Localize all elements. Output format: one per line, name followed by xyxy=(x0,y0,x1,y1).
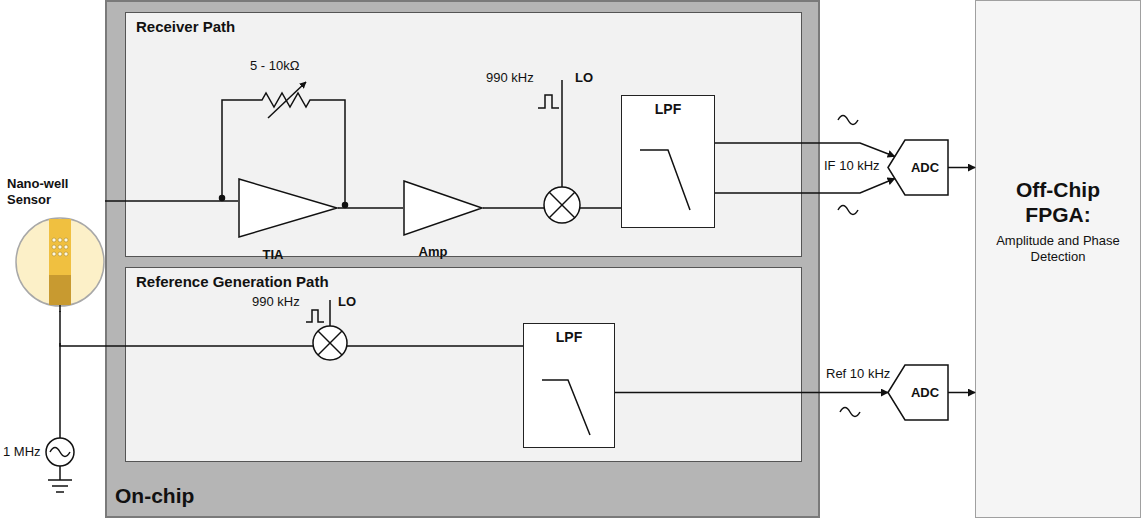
sensor-illustration xyxy=(52,238,68,256)
connector-layer xyxy=(60,143,975,393)
mixer-symbol xyxy=(306,310,324,322)
mixer-symbol xyxy=(313,326,347,360)
adc-outline xyxy=(888,140,948,195)
mixer-symbol xyxy=(538,95,559,108)
node-body: Amplitude and Phase Detection xyxy=(986,233,1130,264)
sine-symbol xyxy=(838,116,858,125)
frequency-label: 990 kHz xyxy=(486,70,534,86)
sensor-illustration xyxy=(49,275,71,305)
sensor-illustration xyxy=(16,218,104,312)
mixer-symbol xyxy=(561,80,563,187)
variable-resistor-symbol xyxy=(268,82,306,118)
mixer-symbol xyxy=(318,331,342,355)
signal-wire xyxy=(483,207,621,209)
chip-region: On-chipReceiver PathTIAAmpLPFReference G… xyxy=(105,0,820,518)
path-panel: Receiver PathTIAAmpLPF xyxy=(125,12,802,257)
signal-wire xyxy=(615,392,888,394)
signal-name: LO xyxy=(338,294,356,310)
sensor-illustration xyxy=(52,238,56,242)
sensor-illustration xyxy=(64,252,68,256)
path-panel: Reference Generation PathLPF xyxy=(125,267,802,462)
ac-source-symbol xyxy=(48,479,72,481)
node-title: ADC xyxy=(911,160,939,176)
amplifier-outline xyxy=(239,179,337,237)
mixer-symbol xyxy=(538,80,580,223)
signal-wire xyxy=(715,143,895,157)
frequency-label: 990 kHz xyxy=(252,294,300,310)
ac-source-symbol xyxy=(56,491,64,493)
signal-wire xyxy=(948,167,975,169)
sine-symbol xyxy=(838,206,858,215)
ac-source-symbol xyxy=(46,343,74,492)
ac-source-symbol xyxy=(50,448,70,457)
mixer-symbol xyxy=(549,192,575,218)
ac-source-symbol xyxy=(52,485,68,487)
adc-outline xyxy=(888,365,948,420)
node-title: TIA xyxy=(263,247,284,263)
sensor-illustration xyxy=(16,218,104,306)
amplifier-symbol xyxy=(403,180,483,236)
filter-box: LPF xyxy=(621,95,715,228)
mixer-symbol xyxy=(318,331,342,355)
frequency-label: 1 MHz xyxy=(3,444,41,460)
mixer-symbol xyxy=(306,300,347,360)
node-title: Off-Chip FPGA: xyxy=(986,177,1130,227)
signal-name: IF 10 kHz xyxy=(824,158,880,174)
filter-box: LPF xyxy=(523,323,615,448)
node-title: Nano-well Sensor xyxy=(7,176,105,207)
ac-source-symbol xyxy=(59,343,61,438)
variable-resistor-symbol xyxy=(343,203,348,208)
signal-wire xyxy=(948,392,975,394)
signal-wire xyxy=(715,179,895,194)
sensor-illustration xyxy=(59,305,61,312)
variable-resistor-symbol xyxy=(220,196,225,201)
lowpass-symbol xyxy=(542,380,590,435)
fpga-block: Off-Chip FPGA: Amplitude and Phase Detect… xyxy=(975,0,1141,518)
mixer-symbol xyxy=(329,300,331,326)
amplifier-triangle: Amp xyxy=(403,180,483,260)
node-title: ADC xyxy=(911,385,939,401)
mixer-symbol xyxy=(544,187,580,223)
sensor-node: Nano-well Sensor xyxy=(5,176,105,311)
component-value: 5 - 10kΩ xyxy=(250,58,299,74)
node-title: On-chip xyxy=(115,483,194,508)
lowpass-symbol xyxy=(640,150,690,210)
node-title: Reference Generation Path xyxy=(136,273,329,291)
adc-block: ADC xyxy=(888,365,948,420)
node-title: Amp xyxy=(419,244,448,260)
variable-resistor-symbol xyxy=(222,93,345,205)
ac-source-symbol xyxy=(46,438,74,466)
node-title: LPF xyxy=(556,329,582,346)
amplifier-symbol xyxy=(238,178,338,238)
node-title: LPF xyxy=(655,101,681,118)
sine-symbol xyxy=(838,116,860,417)
lowpass-symbol xyxy=(542,150,690,435)
amplifier-outline xyxy=(404,181,482,235)
signal-wire xyxy=(60,311,523,346)
sensor-illustration xyxy=(58,245,62,249)
node-title: Receiver Path xyxy=(136,18,235,36)
adc-block: ADC xyxy=(888,140,948,195)
mixer-symbol xyxy=(549,192,575,218)
sensor-illustration xyxy=(58,252,62,256)
sensor-illustration xyxy=(58,238,62,242)
signal-wire xyxy=(105,200,238,202)
sensor-illustration xyxy=(64,238,68,242)
sensor-illustration xyxy=(52,252,56,256)
variable-resistor-symbol xyxy=(220,82,348,208)
ac-source-symbol xyxy=(59,466,61,480)
sensor-illustration xyxy=(49,219,71,275)
sensor-illustration xyxy=(52,245,56,249)
amplifier-triangle: TIA xyxy=(238,178,338,263)
sensor-illustration xyxy=(64,245,68,249)
signal-name: Ref 10 kHz xyxy=(826,366,890,382)
signal-wire xyxy=(338,207,403,209)
sine-symbol xyxy=(840,408,860,417)
signal-name: LO xyxy=(575,70,593,86)
